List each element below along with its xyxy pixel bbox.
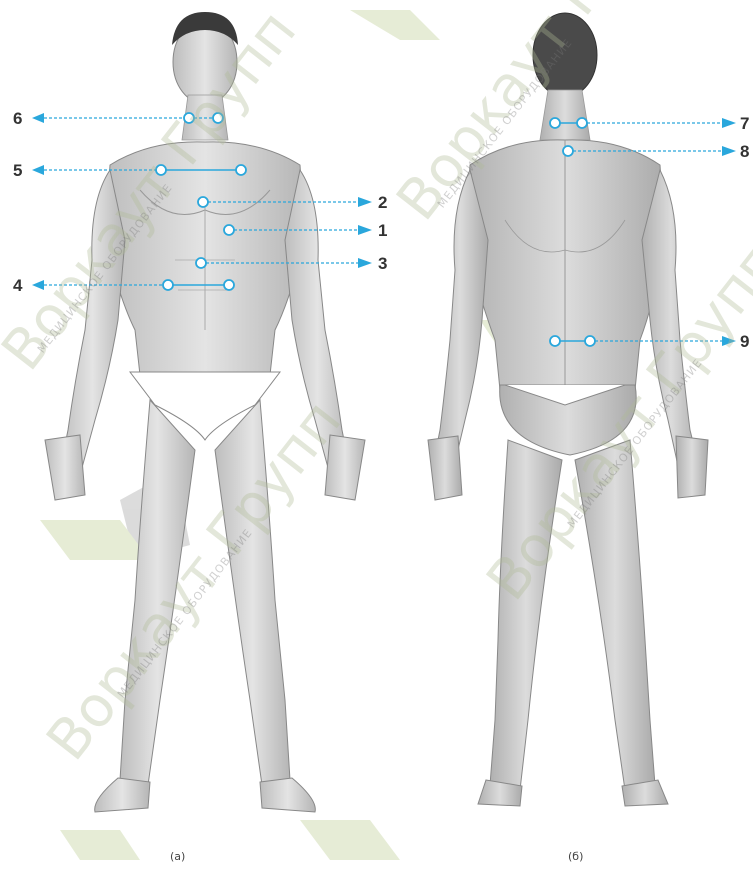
point-label-2: 2	[378, 194, 387, 211]
marker-9b	[585, 336, 595, 346]
marker-7a	[550, 118, 560, 128]
point-label-5: 5	[13, 162, 22, 179]
marker-3	[196, 258, 206, 268]
marker-8	[563, 146, 573, 156]
marker-5a	[156, 165, 166, 175]
caption-back: (б)	[568, 850, 583, 863]
point-label-7: 7	[740, 115, 749, 132]
caption-front: (а)	[170, 850, 185, 863]
arrowhead-3	[358, 258, 372, 268]
front-body-figure	[45, 12, 365, 812]
marker-6a	[184, 113, 194, 123]
arrowhead-1	[358, 225, 372, 235]
arrowhead-2	[358, 197, 372, 207]
point-label-1: 1	[378, 222, 387, 239]
point-label-8: 8	[740, 143, 749, 160]
point-label-9: 9	[740, 333, 749, 350]
arrowhead-9	[722, 336, 736, 346]
back-body-figure	[428, 13, 708, 806]
marker-7b	[577, 118, 587, 128]
arrowhead-8	[722, 146, 736, 156]
marker-4a	[163, 280, 173, 290]
marker-1	[224, 225, 234, 235]
arrowhead-5	[32, 165, 44, 175]
marker-2	[198, 197, 208, 207]
marker-6b	[213, 113, 223, 123]
marker-5b	[236, 165, 246, 175]
point-label-3: 3	[378, 255, 387, 272]
point-label-6: 6	[13, 110, 22, 127]
arrowhead-4	[32, 280, 44, 290]
point-label-4: 4	[13, 277, 22, 294]
arrowhead-7	[722, 118, 736, 128]
marker-9a	[550, 336, 560, 346]
arrowhead-6	[32, 113, 44, 123]
marker-4b	[224, 280, 234, 290]
